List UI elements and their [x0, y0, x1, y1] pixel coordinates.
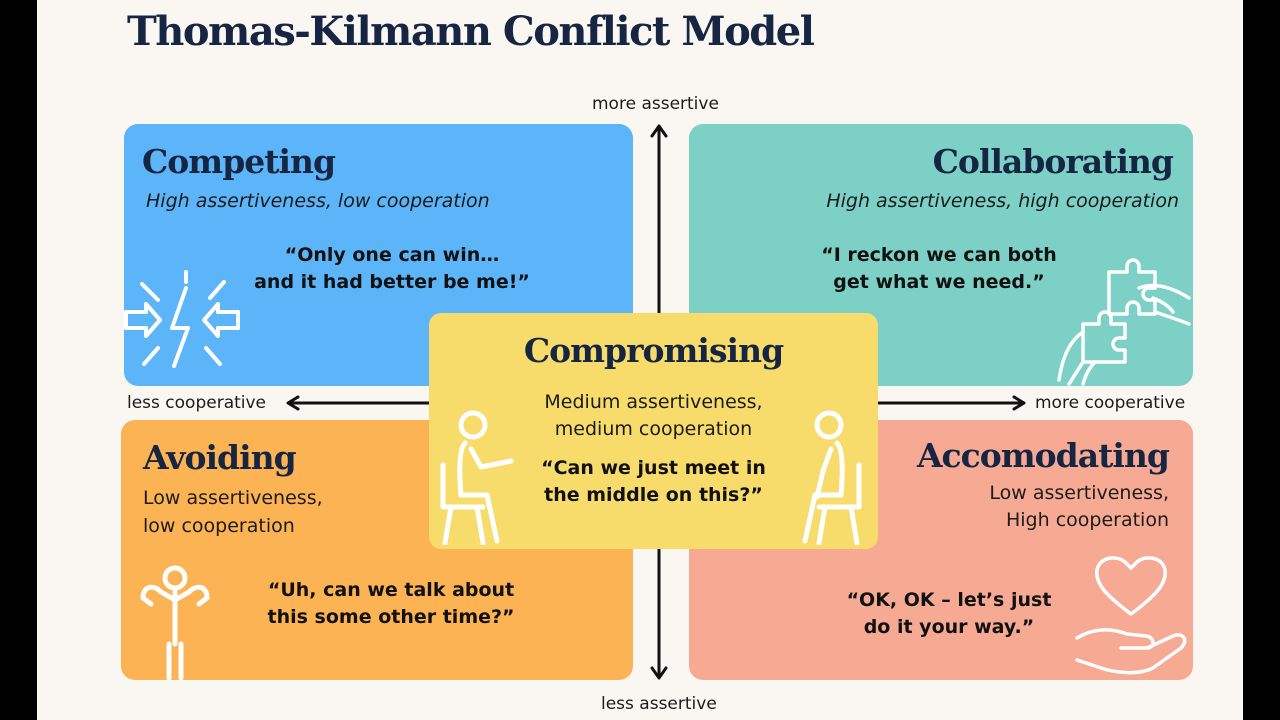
quadrant-title: Compromising: [523, 331, 784, 370]
clash-lightning-icon: [124, 270, 240, 368]
quadrant-subtitle: High assertiveness, high cooperation: [826, 190, 1179, 212]
quadrant-quote: “Only one can win… and it had better be …: [254, 244, 530, 293]
quadrant-quote: “Can we just meet in the middle on this?…: [541, 457, 766, 506]
person-shrug-icon: [140, 565, 210, 680]
quadrant-title: Competing: [142, 142, 336, 181]
arrow-left-icon: [286, 395, 300, 411]
arrow-down-icon: [650, 666, 668, 680]
quadrant-title: Collaborating: [932, 142, 1174, 181]
quadrant-quote: “Uh, can we talk about this some other t…: [267, 579, 515, 628]
quadrant-title: Avoiding: [143, 438, 297, 477]
puzzle-hands-icon: [1057, 258, 1191, 386]
quadrant-quote: “I reckon we can both get what we need.”: [821, 244, 1057, 293]
center-compromising: Compromising Medium assertiveness, mediu…: [429, 313, 878, 549]
heart-hand-icon: [1075, 556, 1187, 675]
seated-person-left-icon: [440, 410, 514, 545]
quadrant-subtitle: High assertiveness, low cooperation: [146, 190, 490, 212]
axis-label-right: more cooperative: [1035, 393, 1186, 413]
arrow-right-icon: [1012, 395, 1026, 411]
quadrant-accommodating: Accomodating Low assertiveness, High coo…: [689, 420, 1193, 680]
axis-label-top: more assertive: [592, 94, 719, 114]
axis-label-bottom: less assertive: [601, 694, 717, 714]
seated-person-right-icon: [802, 410, 862, 545]
page-title: Thomas-Kilmann Conflict Model: [127, 8, 815, 55]
quadrant-quote: “OK, OK – let’s just do it your way.”: [846, 589, 1052, 638]
quadrant-title: Accomodating: [916, 436, 1170, 475]
diagram-canvas: Thomas-Kilmann Conflict Model more asser…: [37, 0, 1243, 720]
quadrant-subtitle: Low assertiveness, High cooperation: [989, 482, 1169, 531]
quadrant-subtitle: Low assertiveness, low cooperation: [143, 487, 323, 537]
axis-label-left: less cooperative: [127, 393, 267, 413]
quadrant-subtitle: Medium assertiveness, medium cooperation: [544, 391, 763, 440]
arrow-up-icon: [650, 124, 668, 138]
